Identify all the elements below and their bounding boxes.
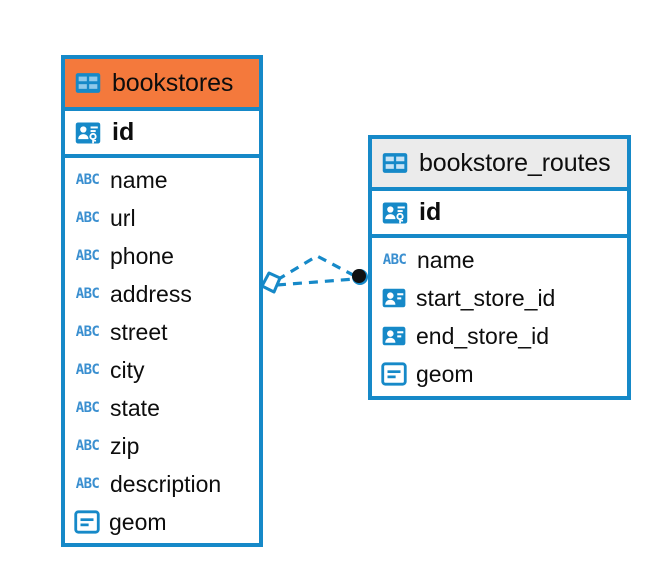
abc-text-glyph: ABC [75,172,100,188]
abc-text-icon: ABC [74,436,101,456]
geometry-icon [381,362,407,386]
abc-text-icon: ABC [74,170,101,190]
abc-text-glyph: ABC [75,400,100,416]
relationship-target-ring [352,269,368,285]
entity-bookstore-routes-title: bookstore_routes [419,148,611,177]
field-label-state: state [110,394,160,421]
relationship-connector[interactable] [255,240,380,320]
field-row-id[interactable]: id [372,191,627,238]
primary-key-icon [381,199,409,227]
geometry-icon [74,510,100,534]
relationship-line-upper [276,254,356,282]
entity-bookstores[interactable]: bookstores id ABC [61,55,263,547]
abc-text-icon: ABC [381,250,408,270]
entity-bookstore-routes-fields: ABC name start_store_id [372,238,627,393]
field-label-street: street [110,318,168,345]
table-icon [381,149,409,177]
field-row-state[interactable]: ABC state [65,389,259,427]
field-label-name: name [417,246,475,273]
field-label-zip: zip [110,432,140,459]
abc-text-glyph: ABC [75,324,100,340]
field-row-description[interactable]: ABC description [65,465,259,503]
field-label-description: description [110,470,222,497]
field-label-name: name [110,166,168,193]
foreign-key-icon [381,285,407,311]
field-label-id: id [419,198,442,226]
field-row-city[interactable]: ABC city [65,351,259,389]
relationship-source-diamond [260,271,282,294]
abc-text-glyph: ABC [75,476,100,492]
field-label-url: url [110,204,136,231]
field-row-end-store-id[interactable]: end_store_id [372,317,627,355]
abc-text-glyph: ABC [75,286,100,302]
abc-text-glyph: ABC [382,252,407,268]
relationship-line-lower [276,277,356,287]
abc-text-glyph: ABC [75,438,100,454]
field-label-phone: phone [110,242,174,269]
field-row-url[interactable]: ABC url [65,199,259,237]
field-row-geom[interactable]: geom [65,503,259,541]
abc-text-glyph: ABC [75,362,100,378]
field-row-street[interactable]: ABC street [65,313,259,351]
field-label-city: city [110,356,145,383]
table-icon [74,69,102,97]
field-label-id: id [112,118,135,146]
entity-bookstores-fields: ABC name ABC url ABC phone ABC [65,158,259,541]
field-label-geom: geom [109,508,167,535]
field-row-phone[interactable]: ABC phone [65,237,259,275]
field-label-address: address [110,280,192,307]
field-row-id[interactable]: id [65,111,259,158]
entity-bookstores-header[interactable]: bookstores [65,59,259,111]
abc-text-icon: ABC [74,284,101,304]
field-row-zip[interactable]: ABC zip [65,427,259,465]
entity-bookstores-title: bookstores [112,68,234,97]
abc-text-icon: ABC [74,208,101,228]
abc-text-glyph: ABC [75,248,100,264]
field-label-end-store-id: end_store_id [416,322,549,349]
abc-text-icon: ABC [74,322,101,342]
relationship-target-dot [352,269,366,283]
field-row-name[interactable]: ABC name [65,161,259,199]
abc-text-icon: ABC [74,398,101,418]
field-label-geom: geom [416,360,474,387]
field-row-start-store-id[interactable]: start_store_id [372,279,627,317]
field-row-address[interactable]: ABC address [65,275,259,313]
primary-key-icon [74,119,102,147]
abc-text-icon: ABC [74,360,101,380]
foreign-key-icon [381,323,407,349]
abc-text-glyph: ABC [75,210,100,226]
entity-bookstore-routes[interactable]: bookstore_routes id ABC [368,135,631,400]
field-label-start-store-id: start_store_id [416,284,556,311]
entity-bookstore-routes-header[interactable]: bookstore_routes [372,139,627,191]
field-row-geom[interactable]: geom [372,355,627,393]
field-row-name[interactable]: ABC name [372,241,627,279]
abc-text-icon: ABC [74,246,101,266]
abc-text-icon: ABC [74,474,101,494]
